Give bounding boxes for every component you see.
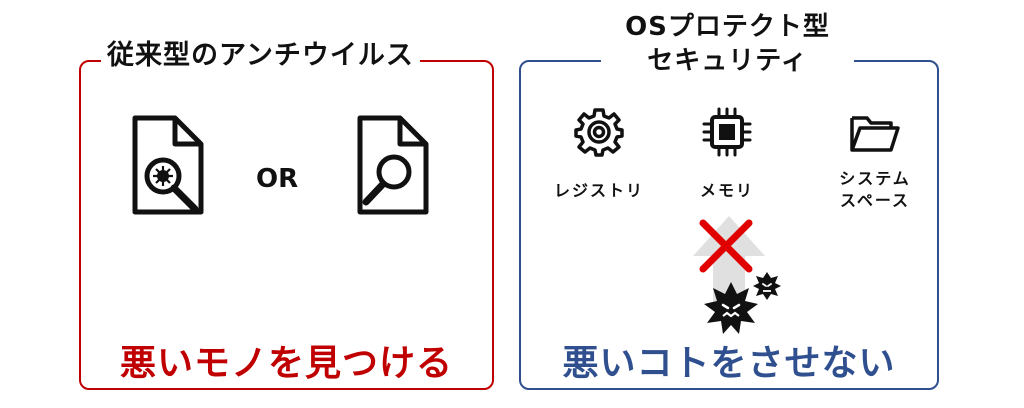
chip-icon bbox=[702, 107, 752, 157]
os-protect-title-line2: セキュリティ bbox=[647, 46, 808, 76]
os-protect-title-line1: OSプロテクト型 bbox=[625, 12, 830, 42]
target-label-registry: レジストリ bbox=[553, 181, 644, 200]
target-label-system-space: システム スペース bbox=[839, 169, 911, 210]
red-x-icon bbox=[699, 219, 753, 273]
os-protect-title: OSプロテクト型 セキュリティ bbox=[601, 10, 854, 78]
target-label-memory: メモリ bbox=[699, 181, 754, 200]
traditional-antivirus-title: 従来型のアンチウイルス bbox=[101, 33, 420, 72]
traditional-antivirus-panel: 従来型のアンチウイルス OR 悪いモノを見つける bbox=[79, 33, 494, 390]
os-protect-tagline: 悪いコトをさせない bbox=[562, 343, 896, 384]
blocked-arrow-up-icon bbox=[693, 216, 765, 308]
or-label: OR bbox=[256, 164, 299, 194]
file-virus-scan-icon bbox=[132, 115, 204, 215]
traditional-antivirus-tagline: 悪いモノを見つける bbox=[119, 343, 453, 384]
file-search-icon bbox=[357, 115, 429, 215]
virus-icon bbox=[704, 272, 781, 334]
folder-icon bbox=[850, 116, 900, 152]
os-protect-panel: OSプロテクト型 セキュリティ レジストリ メモリ システム スペース bbox=[519, 10, 939, 390]
gear-icon bbox=[574, 108, 624, 157]
